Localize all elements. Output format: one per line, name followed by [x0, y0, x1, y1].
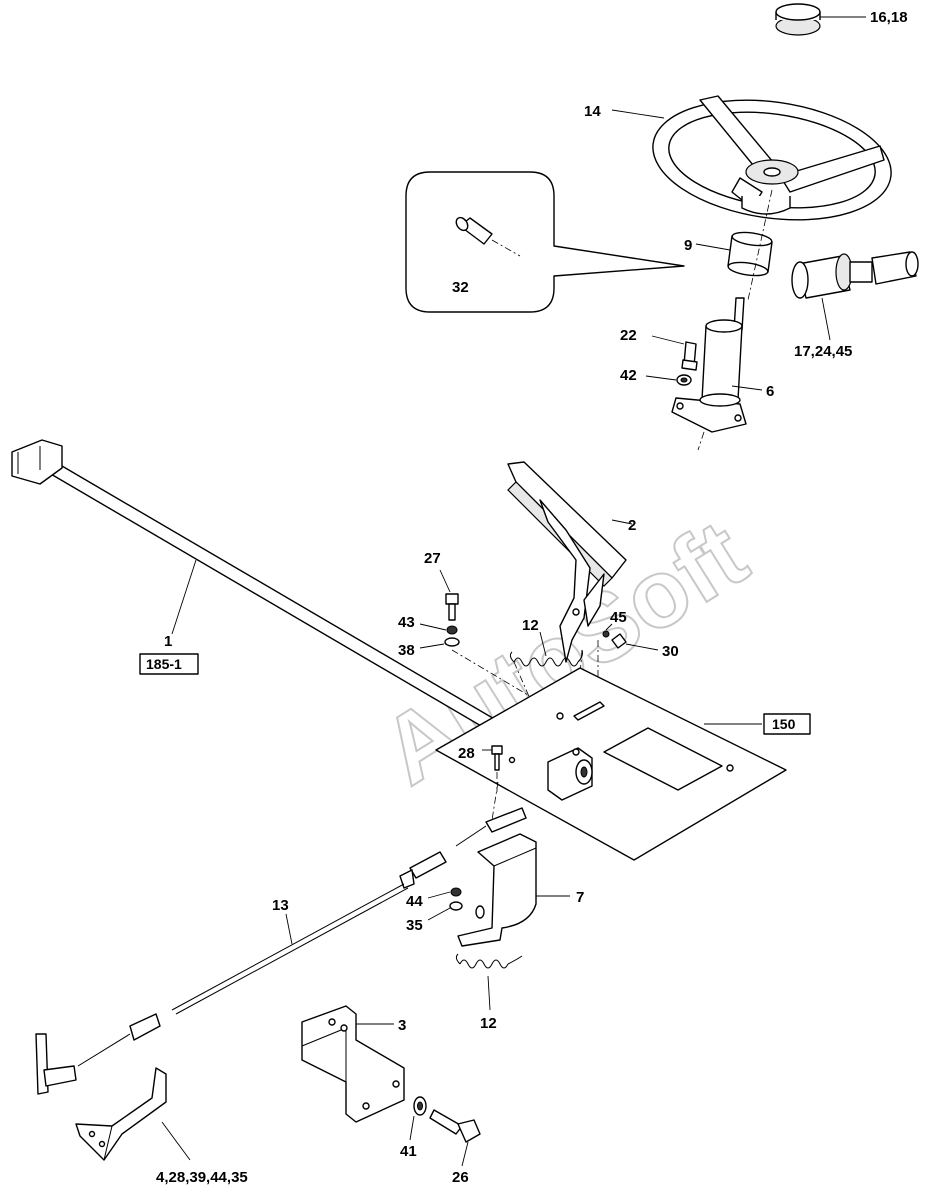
label-41: 41 [400, 1143, 417, 1160]
detail-callout [405, 171, 685, 313]
pedal [507, 461, 633, 663]
label-box-185-1 [139, 653, 199, 675]
label-44: 44 [406, 893, 423, 910]
control-cable [35, 781, 527, 1095]
label-2: 2 [628, 517, 636, 534]
label-150: 150 [772, 716, 796, 732]
bolt-30 [597, 623, 659, 710]
label-28: 28 [458, 745, 475, 762]
label-13: 13 [272, 897, 289, 914]
shaft-bracket [547, 747, 593, 801]
label-12-top: 12 [522, 617, 539, 634]
bushing [695, 189, 773, 301]
label-35: 35 [406, 917, 423, 934]
label-42: 42 [620, 367, 637, 384]
shaft [11, 439, 579, 779]
label-3: 3 [398, 1017, 406, 1034]
label-17-24-45: 17,24,45 [794, 343, 852, 360]
label-26: 26 [452, 1169, 469, 1186]
label-12-bottom: 12 [480, 1015, 497, 1032]
floor-plate [435, 667, 787, 861]
label-7: 7 [576, 889, 584, 906]
bolt-27 [419, 569, 561, 715]
label-22: 22 [620, 327, 637, 344]
label-16-18: 16,18 [870, 9, 908, 26]
label-45: 45 [610, 609, 627, 626]
spring-bottom [455, 953, 523, 1011]
label-1: 1 [164, 633, 172, 650]
steering-wheel [611, 95, 892, 221]
bolt-28 [482, 745, 503, 792]
label-27: 27 [424, 550, 441, 567]
label-38: 38 [398, 642, 415, 659]
label-30: 30 [662, 643, 679, 660]
nut-42 [645, 374, 692, 386]
bolt-26 [409, 1096, 481, 1167]
label-4-28-39-44-35: 4,28,39,44,35 [156, 1169, 248, 1186]
steering-column [671, 297, 763, 451]
label-32: 32 [452, 279, 469, 296]
label-box-150 [763, 713, 811, 735]
steering-actuator [791, 251, 919, 341]
bolt-22 [651, 335, 698, 371]
bracket-3 [301, 1005, 405, 1123]
label-14: 14 [584, 103, 601, 120]
label-9: 9 [684, 237, 692, 254]
label-6: 6 [766, 383, 774, 400]
label-43: 43 [398, 614, 415, 631]
bracket-7 [427, 833, 570, 947]
bracket-4 [75, 1067, 191, 1161]
steering-cap [775, 3, 866, 36]
label-185-1: 185-1 [146, 656, 182, 672]
